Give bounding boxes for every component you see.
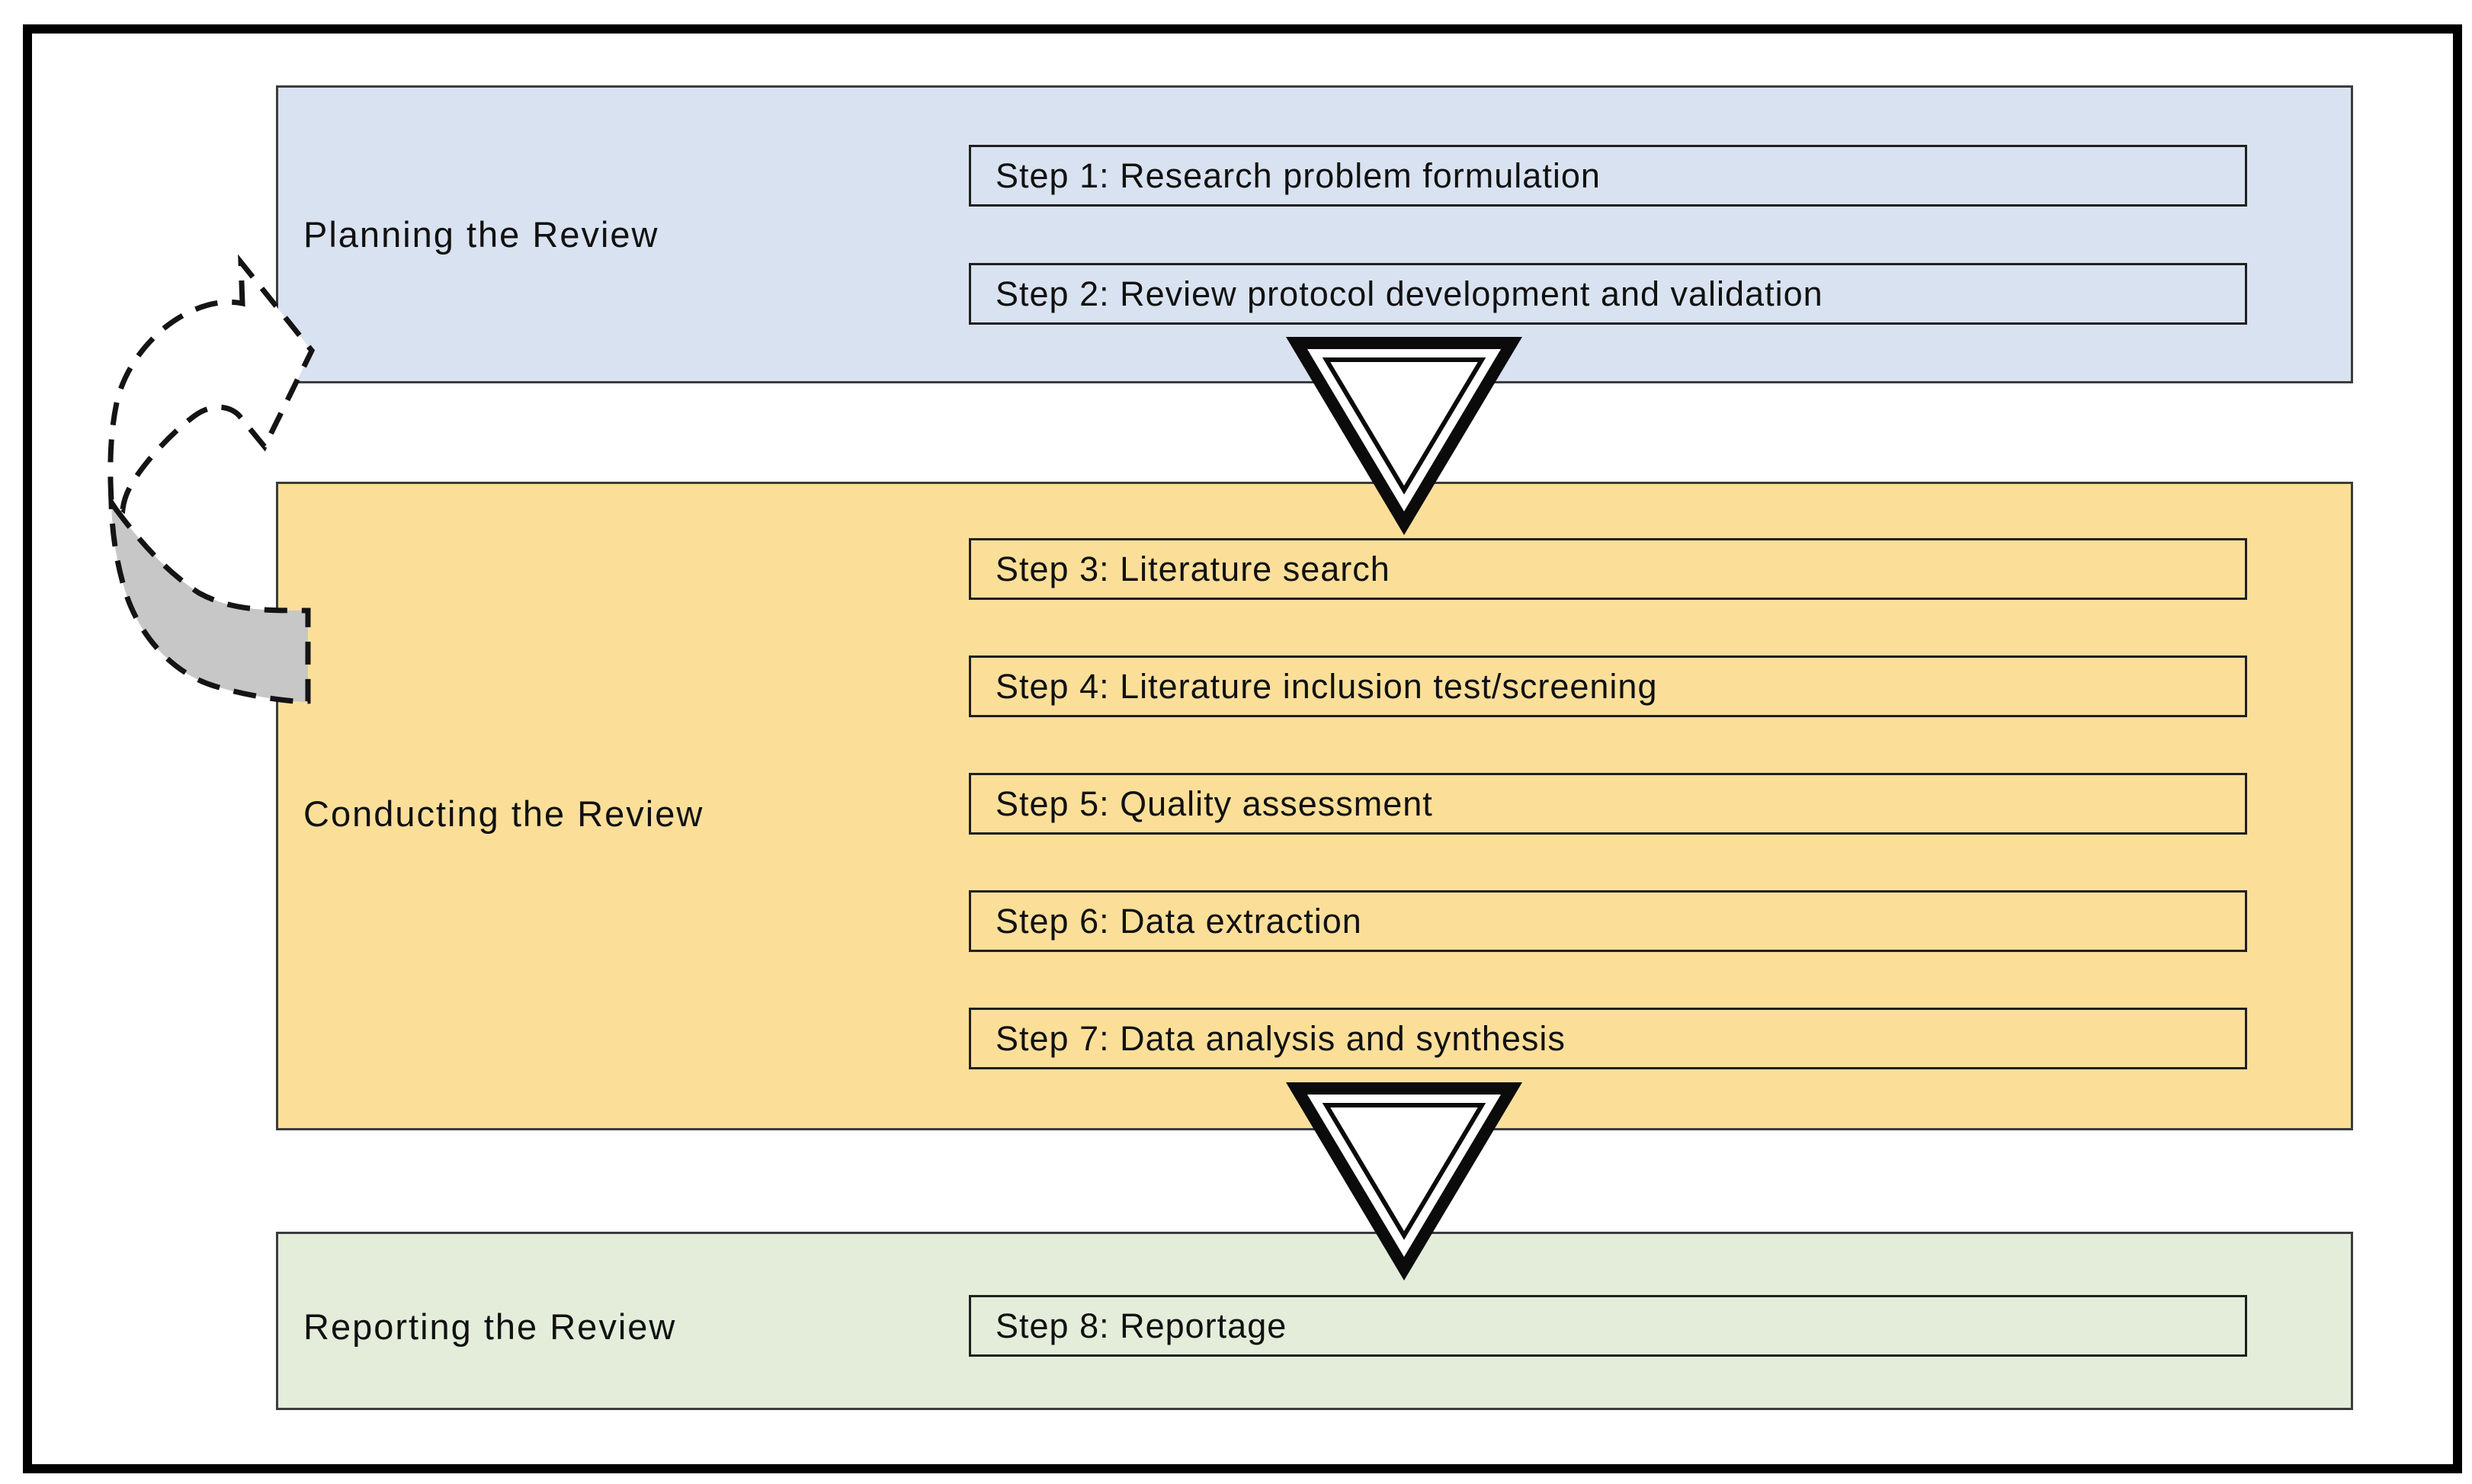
step-box-4: Step 4: Literature inclusion test/screen…	[969, 655, 2247, 717]
step-box-5: Step 5: Quality assessment	[969, 773, 2247, 835]
step-box-1: Step 1: Research problem formulation	[969, 145, 2247, 207]
step-label: Step 5: Quality assessment	[996, 784, 1433, 823]
phase-panel-conducting	[276, 482, 2353, 1130]
phase-label-conducting: Conducting the Review	[303, 793, 704, 834]
step-box-3: Step 3: Literature search	[969, 538, 2247, 600]
step-label: Step 1: Research problem formulation	[996, 155, 1601, 195]
phase-label-planning: Planning the Review	[303, 214, 659, 255]
step-label: Step 7: Data analysis and synthesis	[996, 1018, 1566, 1058]
step-label: Step 4: Literature inclusion test/screen…	[996, 666, 1658, 706]
step-box-2: Step 2: Review protocol development and …	[969, 263, 2247, 325]
step-label: Step 8: Reportage	[996, 1306, 1287, 1345]
phase-panel-planning	[276, 85, 2353, 383]
step-box-8: Step 8: Reportage	[969, 1295, 2247, 1357]
figure-border	[23, 24, 2462, 1473]
phase-label-reporting: Reporting the Review	[303, 1306, 677, 1347]
step-box-7: Step 7: Data analysis and synthesis	[969, 1008, 2247, 1069]
step-box-6: Step 6: Data extraction	[969, 890, 2247, 952]
step-label: Step 2: Review protocol development and …	[996, 274, 1823, 313]
step-label: Step 3: Literature search	[996, 549, 1390, 588]
step-label: Step 6: Data extraction	[996, 901, 1362, 941]
